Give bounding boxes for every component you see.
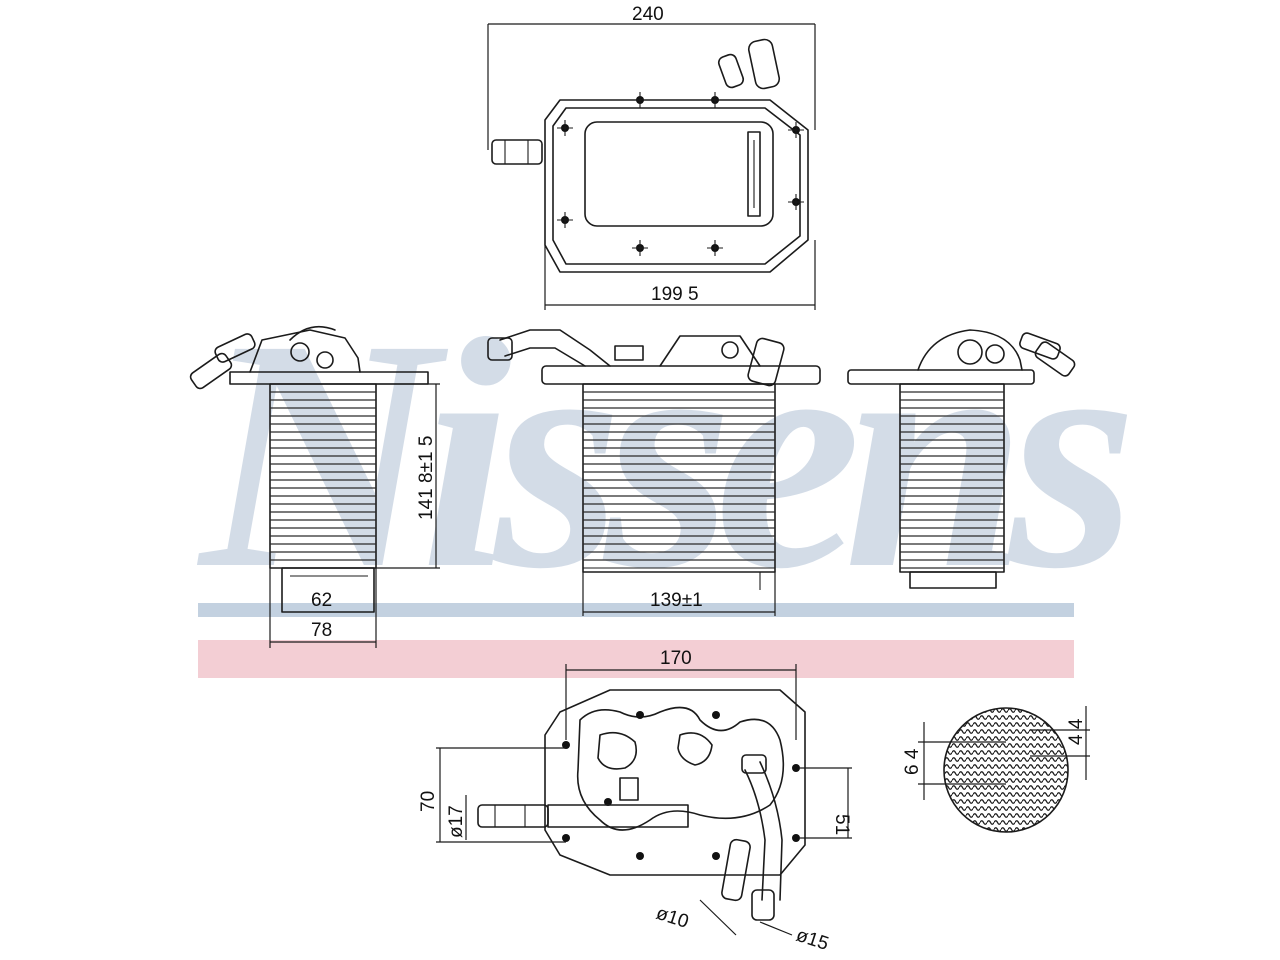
mesh-detail: 6 4 4 4 (902, 706, 1090, 833)
dim-70: 70 (418, 791, 439, 812)
dim-dia-15: ø15 (793, 925, 831, 955)
bottom-view: 170 70 ø17 51 (418, 648, 852, 955)
dim-dia-17: ø17 (446, 805, 467, 838)
dim-62: 62 (311, 590, 332, 611)
dim-dia-10: ø10 (653, 903, 691, 933)
watermark-pink-band (198, 640, 1074, 678)
dim-240: 240 (632, 4, 664, 25)
dim-141-8: 141 8±1 5 (416, 436, 437, 520)
front-view: 139±1 (487, 329, 821, 616)
dim-78: 78 (311, 620, 332, 641)
dim-139: 139±1 (650, 590, 703, 611)
side-view-left: 141 8±1 5 62 78 (189, 325, 440, 648)
dim-199-5: 199 5 (651, 284, 699, 305)
watermark-blue-band (198, 603, 1074, 617)
side-view-right (847, 329, 1076, 589)
watermark-text: Nissens (195, 272, 1128, 637)
dim-4-4: 4 4 (1066, 718, 1087, 745)
dim-51: 51 (831, 814, 852, 835)
dim-170: 170 (660, 648, 692, 669)
dim-6-4: 6 4 (902, 748, 923, 775)
top-view: 240 199 5 (487, 4, 816, 310)
